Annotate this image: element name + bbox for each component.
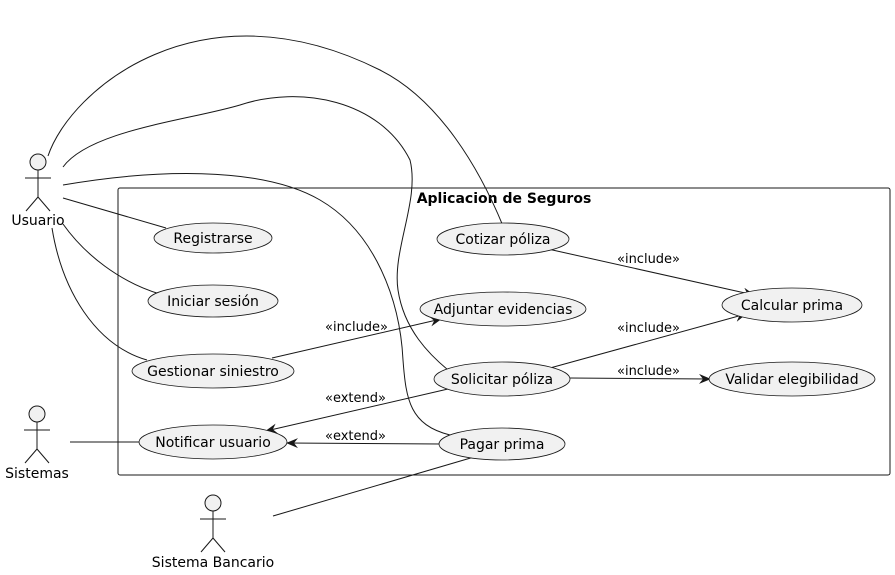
actor-label-sistema-bancario: Sistema Bancario [152,555,274,571]
system-boundary [117,187,891,476]
extend-pagar-notificar [286,438,442,449]
actor-label-sistemas: Sistemas [5,466,69,482]
use-case-label: Calcular prima [741,298,843,314]
extend-solicitar-notificar [265,388,449,434]
assoc-usuario-solicitar [62,96,449,371]
use-case-solicitar-poliza: Solicitar póliza [433,361,571,397]
use-case-cotizar-poliza: Cotizar póliza [436,222,570,256]
use-case-label: Validar elegibilidad [725,372,858,388]
assoc-usuario-gestionar [51,227,148,361]
include-label: «include» [617,321,680,336]
assoc-usuario-pagar [62,173,451,436]
extend-label: «extend» [325,429,386,444]
use-case-label: Iniciar sesión [167,294,259,310]
use-case-label: Cotizar póliza [455,232,550,248]
include-solicitar-validar [568,373,711,384]
include-label: «include» [325,320,388,335]
assoc-usuario-registrarse [62,197,167,229]
use-case-label: Registrarse [173,231,252,247]
include-solicitar-calcular [549,312,747,369]
stick-figure-icon [25,153,51,212]
use-case-label: Gestionar siniestro [147,364,279,380]
use-case-pagar-prima: Pagar prima [438,427,566,461]
use-case-gestionar-siniestro: Gestionar siniestro [131,353,295,389]
actor-sistema-bancario: Sistema Bancario [152,494,274,571]
use-case-label: Notificar usuario [155,435,271,451]
assoc-usuario-iniciar [62,223,161,295]
system-title: Aplicacion de Seguros [417,191,592,207]
actor-sistemas: Sistemas [5,405,69,482]
use-case-validar-elegibilidad: Validar elegibilidad [708,361,876,397]
use-case-label: Adjuntar evidencias [434,302,573,318]
actor-usuario: Usuario [11,153,65,229]
actor-label-usuario: Usuario [11,213,64,229]
include-label: «include» [617,252,680,267]
use-case-calcular-prima: Calcular prima [721,287,863,323]
use-case-notificar-usuario: Notificar usuario [138,424,288,460]
stick-figure-icon [24,405,50,464]
use-case-registrarse: Registrarse [153,222,273,254]
include-label: «include» [617,364,680,379]
use-case-iniciar-sesion: Iniciar sesión [147,284,279,318]
include-cotizar-calcular [547,248,755,298]
extend-label: «extend» [325,391,386,406]
include-gestionar-adjuntar [271,316,442,359]
assoc-bancario-pagar [272,456,475,517]
use-case-adjuntar-evidencias: Adjuntar evidencias [419,291,587,327]
use-case-label: Solicitar póliza [451,372,553,388]
assoc-usuario-cotizar [47,35,504,227]
stick-figure-icon [200,494,226,553]
use-case-label: Pagar prima [460,437,545,453]
